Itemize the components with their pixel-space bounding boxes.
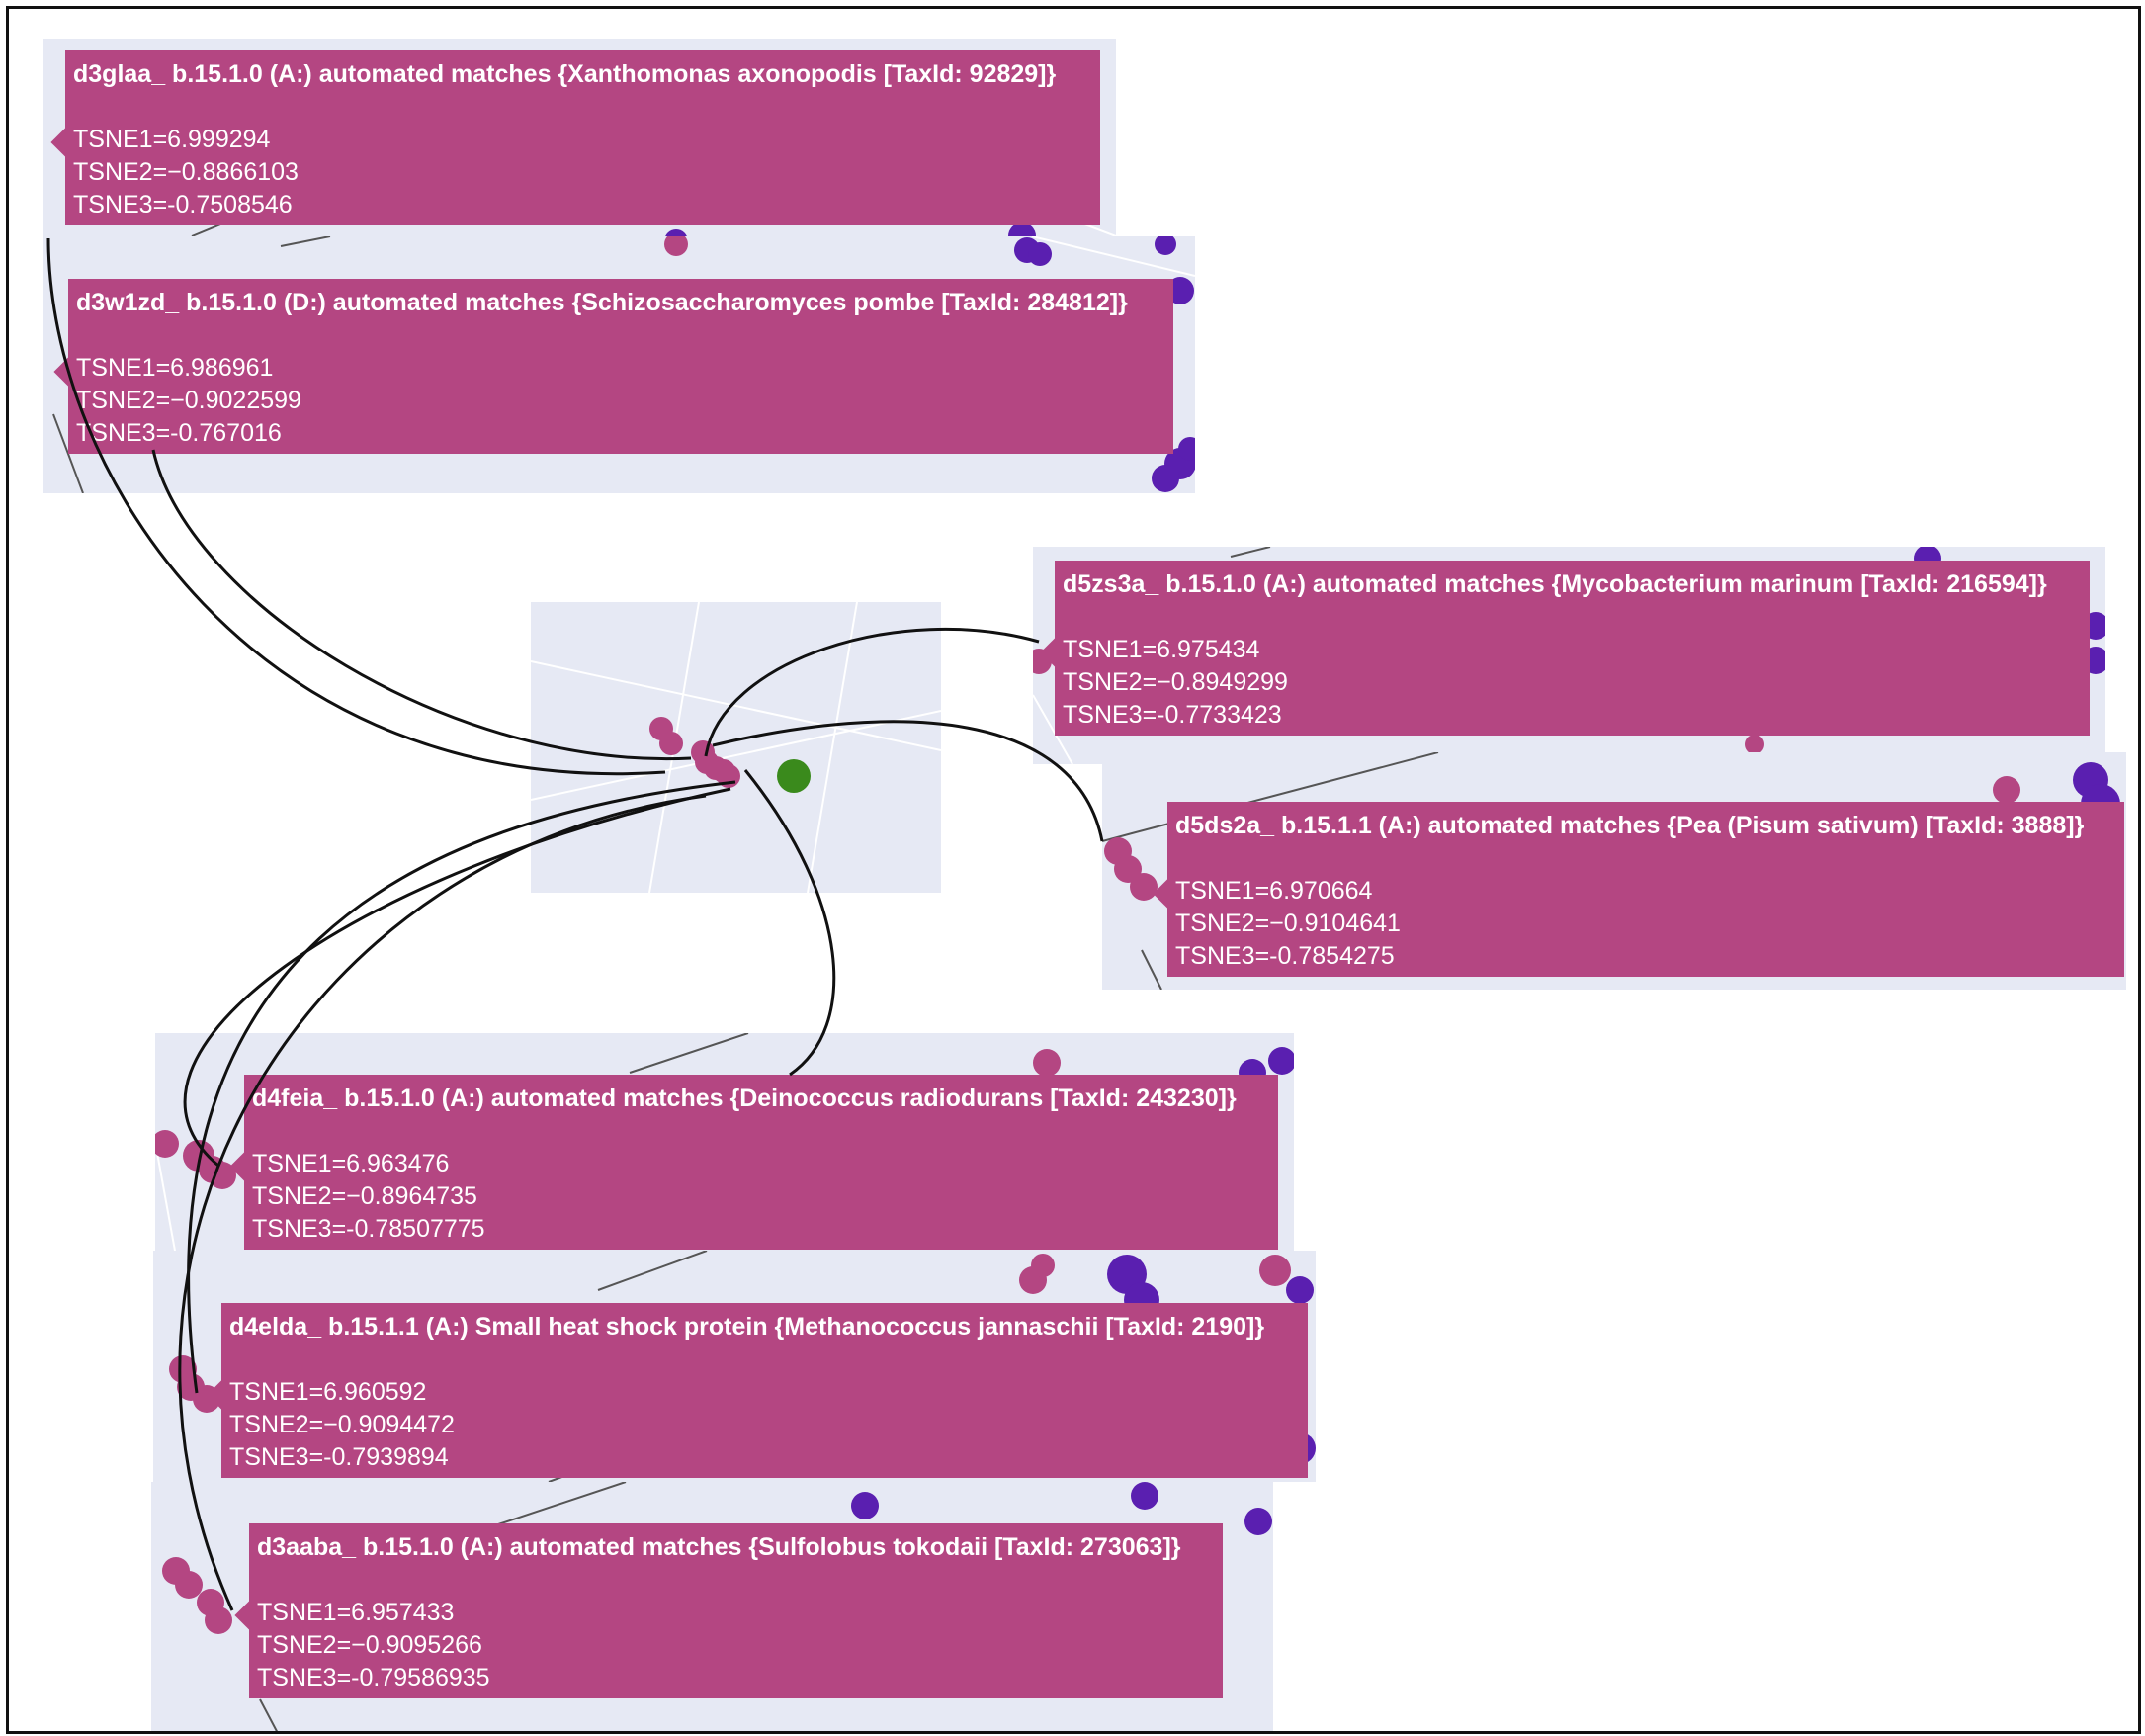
data-point [1152, 465, 1179, 492]
data-point [1131, 1482, 1158, 1510]
data-point [1244, 1508, 1272, 1535]
tooltip-title: d4feia_ b.15.1.0 (A:) automated matches … [252, 1085, 1237, 1112]
data-point [175, 1571, 203, 1599]
data-point [717, 764, 740, 788]
data-point [1268, 1047, 1294, 1075]
tooltip-tsne2: TSNE2=−0.9094472 [229, 1411, 455, 1438]
data-point [1008, 222, 1036, 236]
data-point [1155, 236, 1176, 255]
tooltip-tsne3: TSNE3=-0.7508546 [73, 191, 293, 218]
data-point [1178, 437, 1195, 461]
hover-tooltip: d4elda_ b.15.1.1 (A:) Small heat shock p… [221, 1303, 1308, 1478]
data-point [1031, 1254, 1055, 1277]
overview-plot-graphics [531, 602, 941, 893]
tooltip-tsne2: TSNE2=−0.8964735 [252, 1182, 477, 1210]
tooltip-title: d3w1zd_ b.15.1.0 (D:) automated matches … [76, 289, 1128, 316]
tooltip-title: d3aaba_ b.15.1.0 (A:) automated matches … [257, 1533, 1181, 1561]
tooltip-tsne2: TSNE2=−0.8866103 [73, 158, 299, 186]
tooltip-title: d3glaa_ b.15.1.0 (A:) automated matches … [73, 60, 1057, 88]
hover-tooltip: d4feia_ b.15.1.0 (A:) automated matches … [244, 1075, 1278, 1250]
data-point [1130, 873, 1158, 901]
data-point [1286, 1276, 1314, 1304]
tooltip-tsne1: TSNE1=6.975434 [1063, 636, 1260, 663]
tooltip-tsne3: TSNE3=-0.7854275 [1175, 942, 1395, 970]
data-point [851, 1492, 879, 1519]
tooltip-tsne1: TSNE1=6.963476 [252, 1150, 450, 1177]
overview-plot [531, 602, 941, 893]
tooltip-tsne3: TSNE3=-0.79586935 [257, 1664, 490, 1692]
figure-frame: d3glaa_ b.15.1.0 (A:) automated matches … [6, 6, 2141, 1734]
tooltip-tsne1: TSNE1=6.999294 [73, 126, 271, 153]
tooltip-tsne3: TSNE3=-0.767016 [76, 419, 282, 447]
data-point [155, 1130, 179, 1158]
tooltip-title: d4elda_ b.15.1.1 (A:) Small heat shock p… [229, 1313, 1265, 1341]
tooltip-tsne1: TSNE1=6.970664 [1175, 877, 1373, 905]
data-point [1033, 1049, 1061, 1077]
tooltip-title: d5zs3a_ b.15.1.0 (A:) automated matches … [1063, 570, 2047, 598]
data-point [1259, 1255, 1291, 1286]
data-point [1745, 735, 1764, 754]
tooltip-tsne3: TSNE3=-0.7939894 [229, 1443, 449, 1471]
data-point [1028, 242, 1052, 266]
tooltip-tsne1: TSNE1=6.957433 [257, 1599, 455, 1626]
data-point [1993, 776, 2020, 804]
tooltip-title: d5ds2a_ b.15.1.1 (A:) automated matches … [1175, 812, 2085, 839]
tooltip-tsne1: TSNE1=6.960592 [229, 1378, 427, 1406]
hover-tooltip: d3w1zd_ b.15.1.0 (D:) automated matches … [68, 279, 1173, 454]
data-point [665, 229, 687, 236]
tooltip-tsne2: TSNE2=−0.8949299 [1063, 668, 1288, 696]
tooltip-tsne3: TSNE3=-0.78507775 [252, 1215, 485, 1243]
query-point [777, 759, 811, 793]
data-point [1114, 855, 1142, 883]
hover-tooltip: d3glaa_ b.15.1.0 (A:) automated matches … [65, 50, 1100, 225]
data-point [205, 1606, 232, 1634]
tooltip-tsne2: TSNE2=−0.9095266 [257, 1631, 482, 1659]
hover-tooltip: d5zs3a_ b.15.1.0 (A:) automated matches … [1055, 561, 2090, 736]
tooltip-tsne1: TSNE1=6.986961 [76, 354, 274, 382]
data-point [659, 732, 683, 755]
tooltip-tsne3: TSNE3=-0.7733423 [1063, 701, 1282, 729]
hover-tooltip: d5ds2a_ b.15.1.1 (A:) automated matches … [1167, 802, 2124, 977]
hover-tooltip: d3aaba_ b.15.1.0 (A:) automated matches … [249, 1523, 1223, 1698]
tooltip-tsne2: TSNE2=−0.9104641 [1175, 910, 1401, 937]
data-point [1166, 277, 1194, 304]
data-point [664, 236, 688, 256]
tooltip-tsne2: TSNE2=−0.9022599 [76, 387, 301, 414]
